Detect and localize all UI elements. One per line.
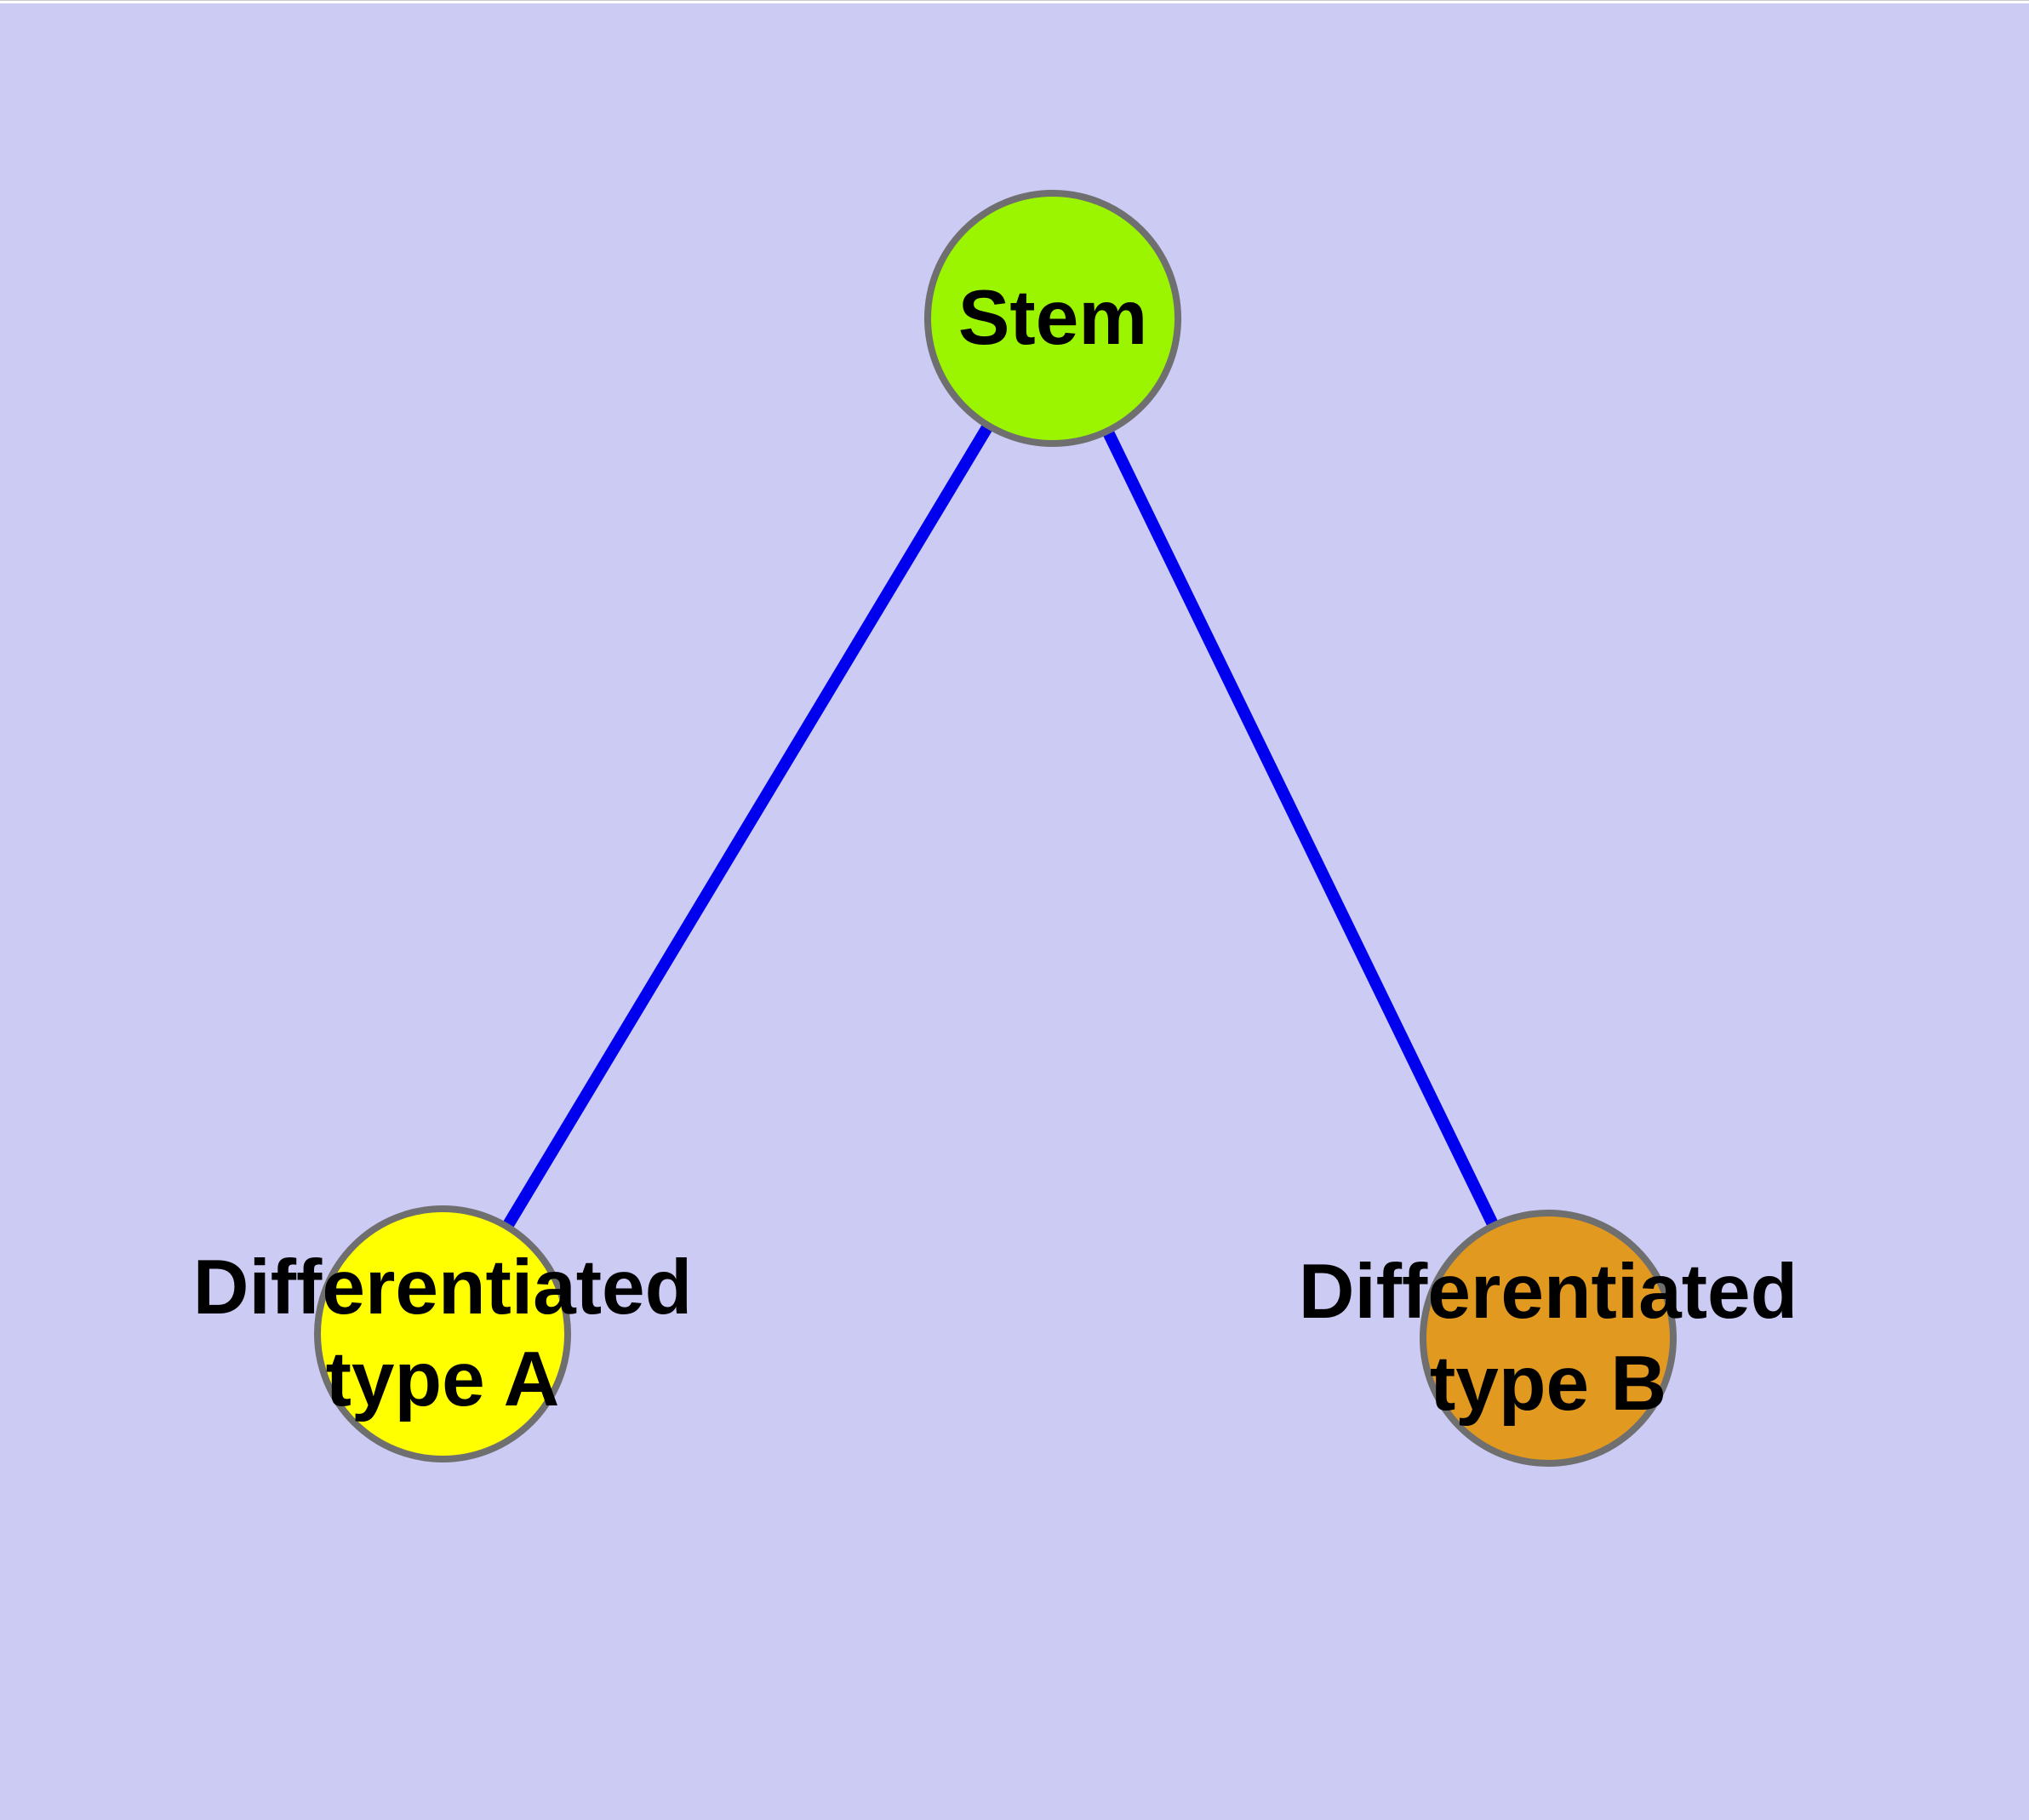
window-top-strip [0,0,2029,3]
node-stem-circle [924,190,1181,447]
node-type-b-label: Differentiated type B [1298,1249,1798,1427]
node-type-a-circle [314,1205,571,1462]
edge-stem-to-type-a [437,315,1058,1337]
edge-stem-to-type-b [1047,315,1554,1342]
node-stem-label: Stem [957,275,1148,361]
node-type-a-label: Differentiated type A [192,1245,693,1422]
node-type-b-circle [1420,1210,1677,1467]
